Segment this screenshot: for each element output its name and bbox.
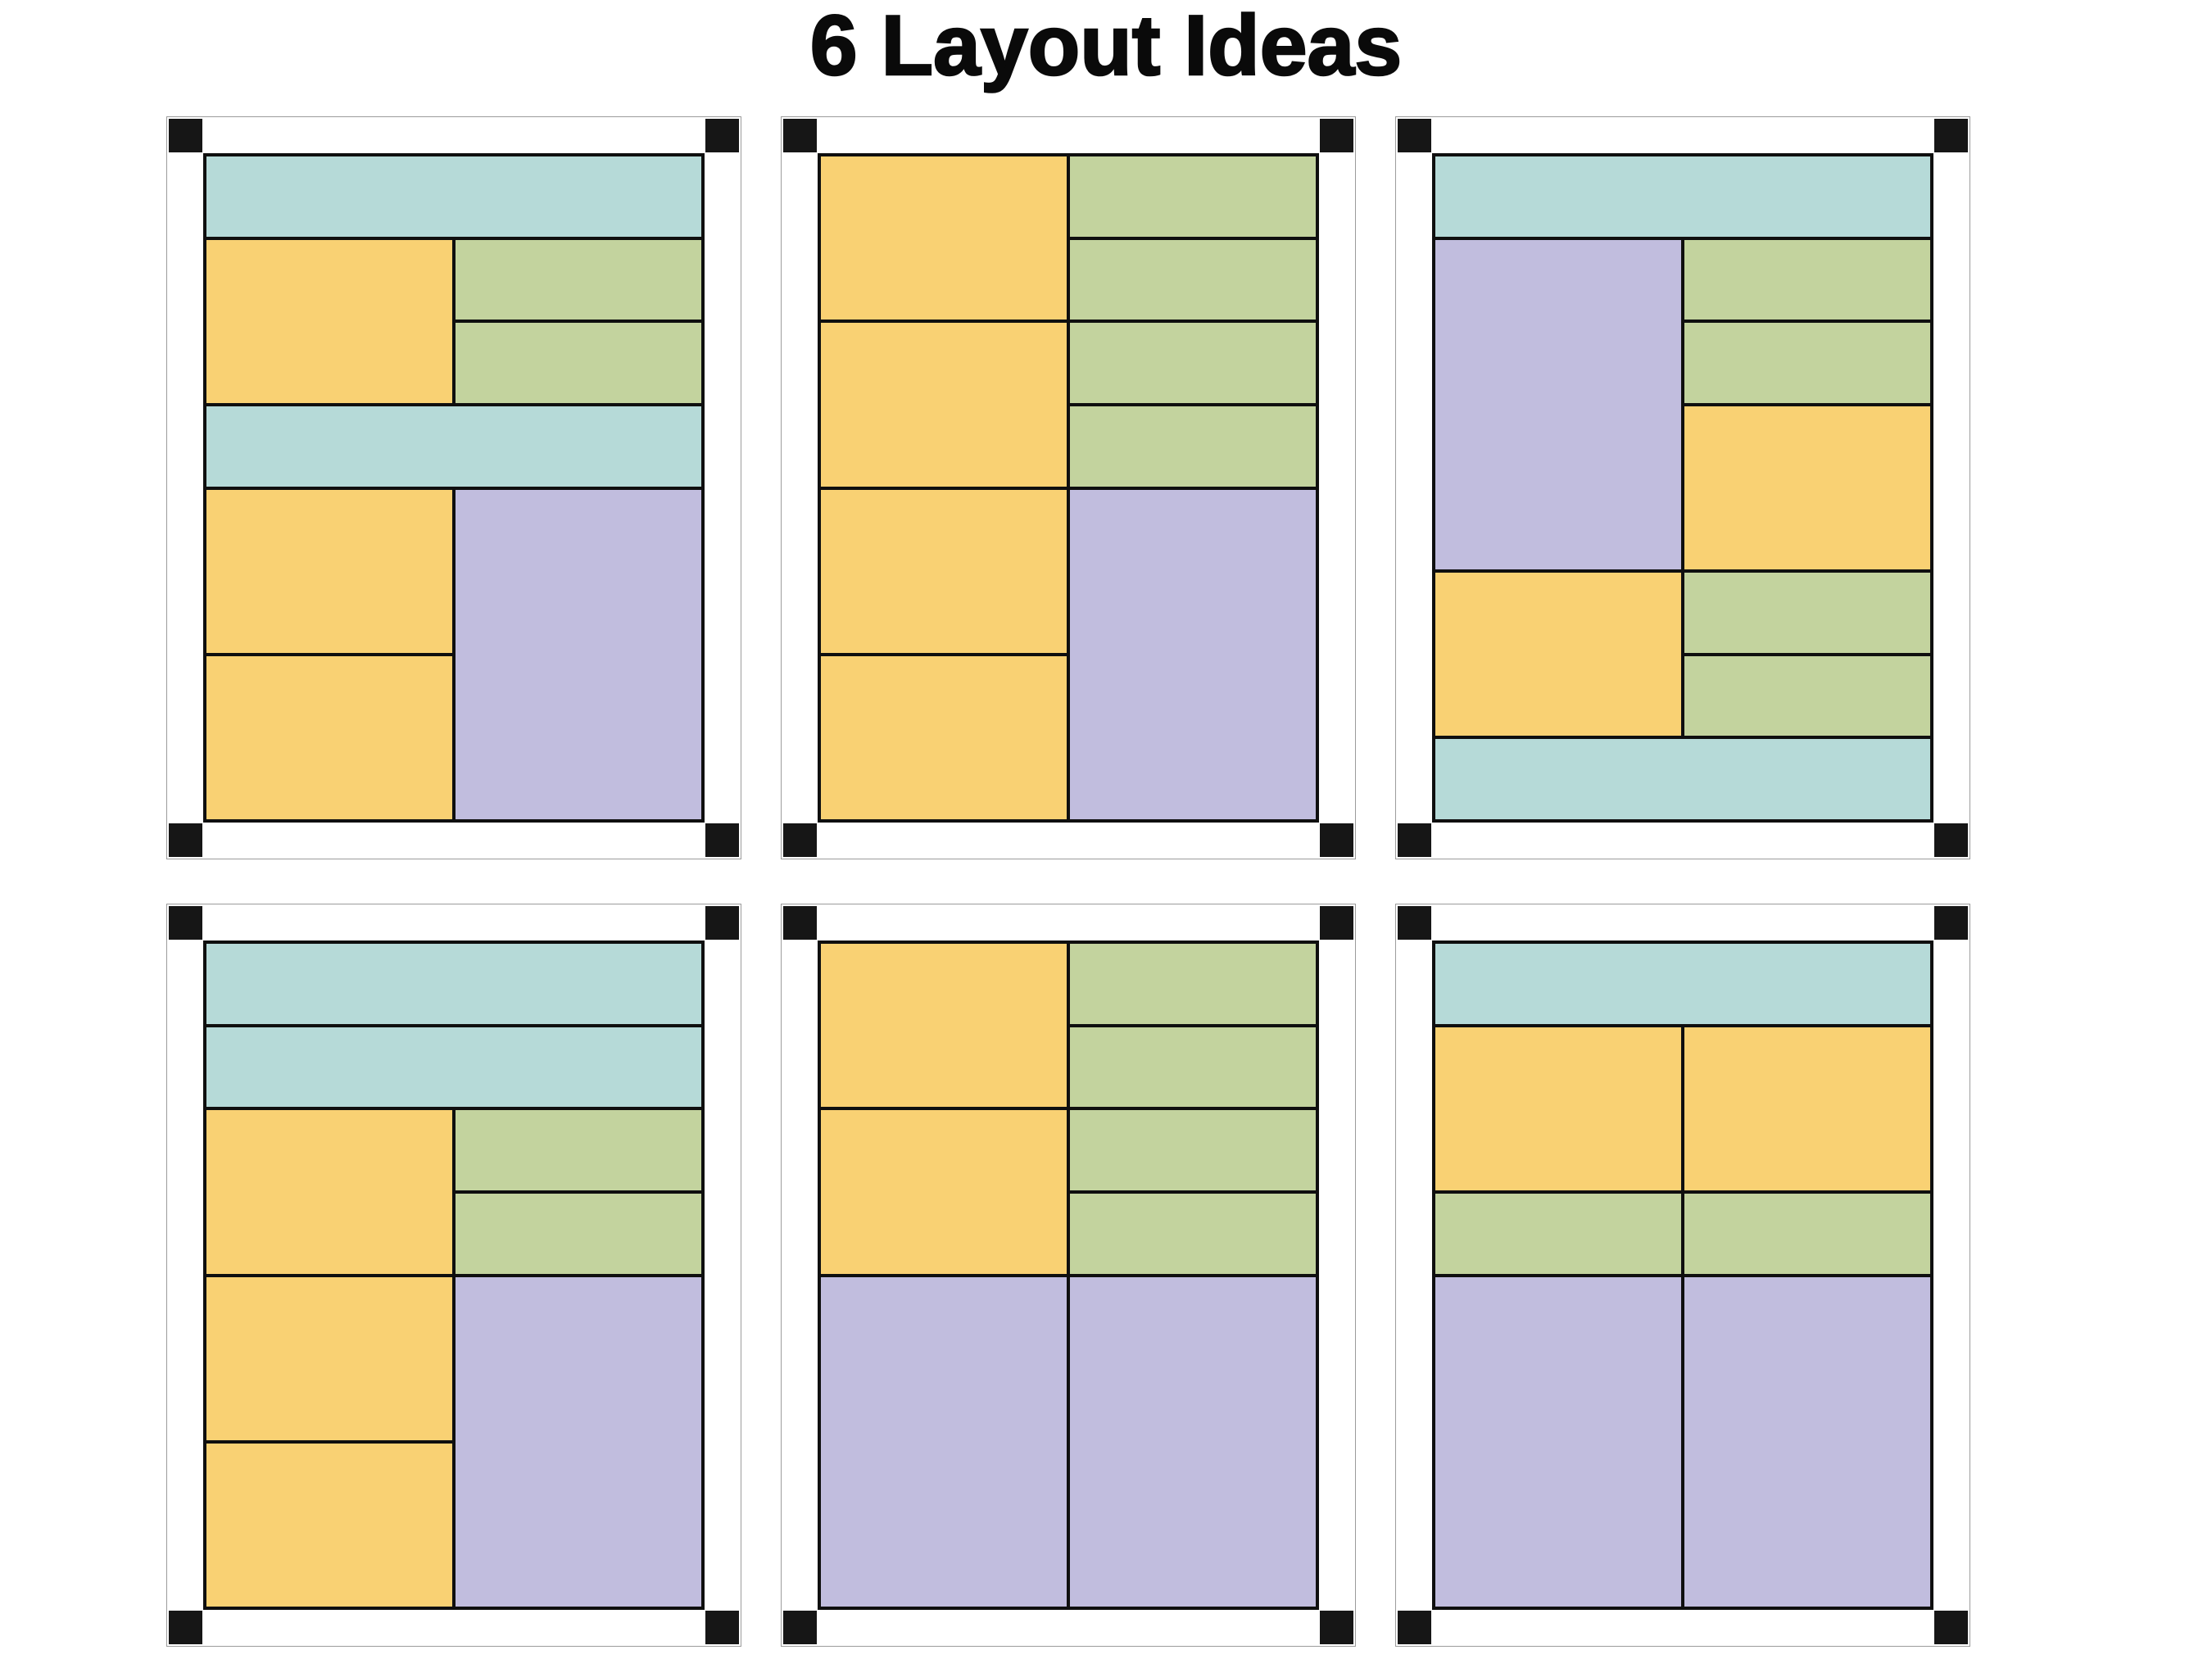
teal-block [205, 155, 703, 238]
corner-marker-icon [1934, 119, 1968, 152]
corner-marker-icon [1934, 823, 1968, 857]
yellow-block [205, 1108, 454, 1276]
poster-title: 6 Layout Ideas [809, 0, 1403, 93]
corner-marker-icon [705, 906, 739, 940]
corner-marker-icon [1934, 906, 1968, 940]
panel-content [203, 941, 705, 1610]
corner-marker-icon [169, 119, 202, 152]
corner-marker-icon [1320, 119, 1353, 152]
green-block [1068, 1108, 1317, 1192]
yellow-block [1683, 404, 1932, 572]
green-block [454, 1108, 703, 1192]
green-block [1434, 1191, 1683, 1276]
yellow-block [819, 942, 1068, 1109]
corner-marker-icon [169, 906, 202, 940]
corner-marker-icon [1320, 823, 1353, 857]
green-block [454, 1191, 703, 1276]
green-block [1683, 238, 1932, 322]
corner-marker-icon [783, 906, 817, 940]
green-block [1683, 654, 1932, 738]
yellow-block [1434, 571, 1683, 738]
corner-marker-icon [1934, 1611, 1968, 1644]
corner-marker-icon [169, 1611, 202, 1644]
layout-panel-4 [166, 904, 741, 1647]
panel-content [818, 153, 1319, 823]
green-block [454, 238, 703, 322]
green-block [1068, 238, 1317, 322]
corner-marker-icon [1320, 906, 1353, 940]
purple-block [1434, 238, 1683, 572]
corner-marker-icon [783, 1611, 817, 1644]
teal-block [1434, 155, 1932, 238]
yellow-block [205, 654, 454, 821]
yellow-block [819, 1108, 1068, 1276]
corner-marker-icon [705, 1611, 739, 1644]
teal-block [205, 1025, 703, 1109]
green-block [1068, 404, 1317, 488]
corner-marker-icon [705, 119, 739, 152]
yellow-block [205, 238, 454, 405]
teal-block [1434, 737, 1932, 821]
purple-block [1068, 487, 1317, 821]
corner-marker-icon [1398, 906, 1431, 940]
teal-block [1434, 942, 1932, 1026]
panel-content [1432, 941, 1933, 1610]
green-block [1683, 1191, 1932, 1276]
yellow-block [819, 155, 1068, 322]
layout-panel-1 [166, 116, 741, 859]
green-block [1683, 321, 1932, 405]
yellow-block [819, 487, 1068, 655]
corner-marker-icon [1320, 1611, 1353, 1644]
yellow-block [819, 654, 1068, 821]
purple-block [1683, 1275, 1932, 1608]
green-block [1068, 1025, 1317, 1109]
corner-marker-icon [169, 823, 202, 857]
layout-panel-6 [1395, 904, 1970, 1647]
teal-block [205, 942, 703, 1026]
purple-block [454, 1275, 703, 1608]
yellow-block [205, 1275, 454, 1442]
panel-content [1432, 153, 1933, 823]
corner-marker-icon [705, 823, 739, 857]
panel-content [818, 941, 1319, 1610]
yellow-block [205, 1441, 454, 1608]
layout-thumbnails-grid [166, 116, 1970, 1647]
green-block [1068, 321, 1317, 405]
green-block [454, 321, 703, 405]
teal-block [205, 404, 703, 488]
yellow-block [1434, 1025, 1683, 1192]
green-block [1068, 942, 1317, 1026]
yellow-block [205, 487, 454, 655]
green-block [1068, 155, 1317, 238]
corner-marker-icon [783, 119, 817, 152]
corner-marker-icon [1398, 119, 1431, 152]
layout-panel-5 [781, 904, 1356, 1647]
purple-block [1434, 1275, 1683, 1608]
yellow-block [1683, 1025, 1932, 1192]
corner-marker-icon [783, 823, 817, 857]
corner-marker-icon [1398, 1611, 1431, 1644]
corner-marker-icon [1398, 823, 1431, 857]
green-block [1683, 571, 1932, 655]
yellow-block [819, 321, 1068, 488]
layout-panel-3 [1395, 116, 1970, 859]
panel-content [203, 153, 705, 823]
layout-panel-2 [781, 116, 1356, 859]
green-block [1068, 1191, 1317, 1276]
purple-block [454, 487, 703, 821]
purple-block [1068, 1275, 1317, 1608]
purple-block [819, 1275, 1068, 1608]
